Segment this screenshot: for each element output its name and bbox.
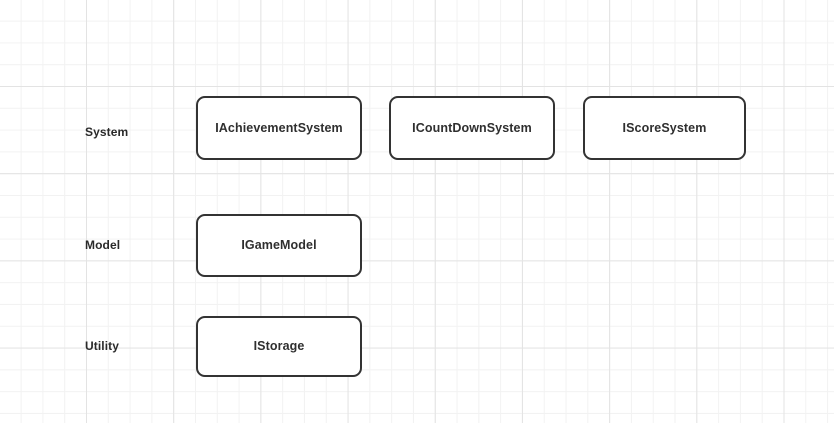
node-istorage[interactable]: IStorage: [196, 316, 362, 377]
row-label-model: Model: [85, 238, 121, 252]
row-label-system: System: [85, 125, 129, 139]
node-label: IStorage: [253, 339, 305, 354]
node-igamemodel[interactable]: IGameModel: [196, 214, 362, 277]
row-label-utility: Utility: [85, 339, 120, 353]
node-label: ICountDownSystem: [412, 120, 532, 135]
node-label: IGameModel: [241, 238, 317, 253]
node-label: IScoreSystem: [622, 120, 707, 135]
node-label: IAchievementSystem: [215, 120, 343, 135]
node-iachievementsystem[interactable]: IAchievementSystem: [196, 96, 362, 160]
node-icountdownsystem[interactable]: ICountDownSystem: [389, 96, 555, 160]
node-iscoresystem[interactable]: IScoreSystem: [583, 96, 746, 160]
